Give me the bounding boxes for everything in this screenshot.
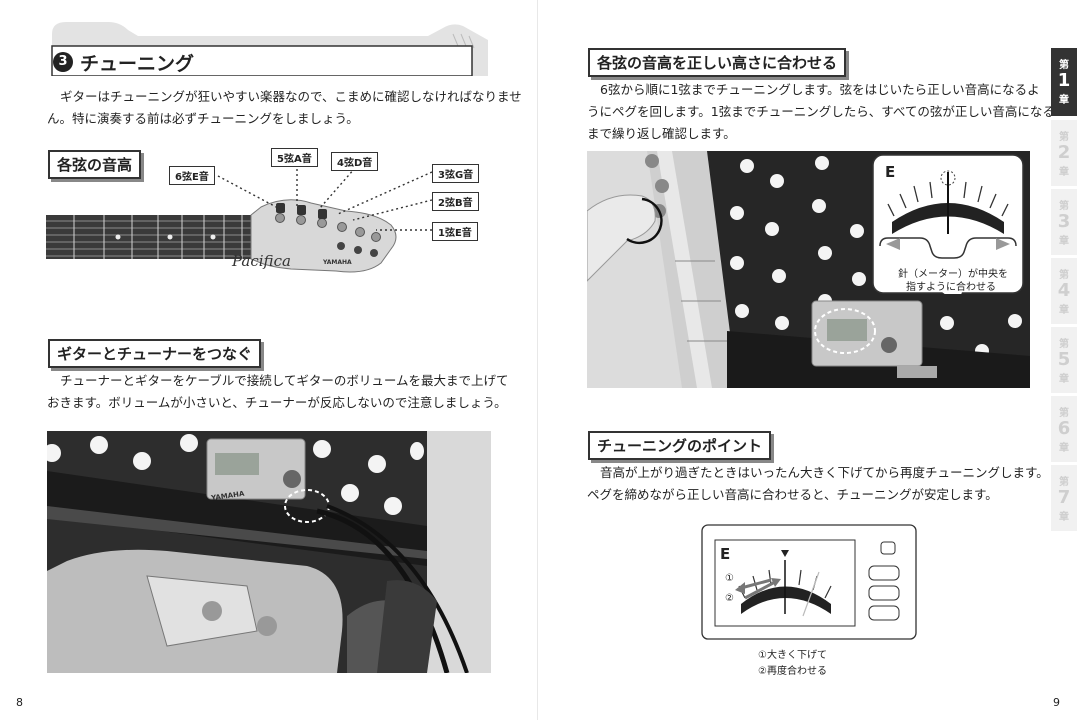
label-5th-string: 5弦A音 [271,148,318,167]
chapter-tab-2[interactable]: 第 2 章 [1051,120,1077,187]
label-3rd-string: 3弦G音 [432,164,480,183]
meter-caption-1: 針（メーター）が中央を [898,269,1008,280]
chapter-tab-7-prefix: 第 [1059,477,1069,488]
chapter-tab-4-number: 4 [1057,280,1071,301]
guitar-neck-illustration [46,199,397,273]
string-leader-lines [217,164,433,231]
chapter-tab-6[interactable]: 第 6 章 [1051,396,1077,463]
pitch-line-3: まで繰り返し確認します。 [587,126,736,141]
chapter-tab-3-number: 3 [1057,211,1071,232]
page-spine [537,0,538,720]
chapter-tab-4-suffix: 章 [1059,305,1069,316]
pitch-heading: 各弦の音高を正しい高さに合わせる [588,48,847,77]
page-number-right: 9 [1053,696,1060,709]
diagram-note-label: E [720,545,731,563]
diagram-mark-2: ② [725,593,734,604]
connect-heading: ギターとチューナーをつなぐ [48,339,262,368]
chapter-tab-2-suffix: 章 [1059,167,1069,178]
connect-photo [47,431,491,673]
diagram-caption-1: ①大きく下げて [758,650,827,661]
connect-line-2: おきます。ボリュームが小さいと、チューナーが反応しないので注意しましょう。 [47,395,507,410]
chapter-tab-3-prefix: 第 [1059,201,1069,212]
chapter-tab-5-number: 5 [1057,349,1071,370]
points-line-1: 音高が上がり過ぎたときはいったん大きく下げてから再度チューニングします。 [600,465,1049,480]
chapter-tab-6-suffix: 章 [1059,443,1069,454]
headstock-brand: YAMAHA [323,259,352,266]
points-line-2: ペグを締めながら正しい音高に合わせると、チューニングが安定します。 [587,487,998,502]
label-2nd-string: 2弦B音 [432,192,479,211]
headstock-logo: Pacifica [232,252,291,270]
section-banner [51,22,488,76]
pitch-line-1: 6弦から順に1弦までチューニングします。弦をはじいたら正しい音高になるよ [600,82,1040,97]
page-number-left: 8 [16,696,23,709]
chapter-tab-7-number: 7 [1057,487,1071,508]
connect-line-1: チューナーとギターをケーブルで接続してギターのボリュームを最大まで上げて [60,373,509,388]
meter-caption-2: 指すように合わせる [906,282,996,293]
section-number-badge: 3 [53,52,73,72]
chapter-tab-6-prefix: 第 [1059,408,1069,419]
chapter-tab-4-prefix: 第 [1059,270,1069,281]
chapter-tab-3-suffix: 章 [1059,236,1069,247]
pitch-line-2: うにペグを回します。1弦までチューニングしたら、すべての弦が正しい音高になる [587,104,1055,119]
chapter-tab-1-number: 1 [1057,70,1071,91]
label-1st-string: 1弦E音 [432,222,478,241]
intro-line-1: ギターはチューニングが狂いやすい楽器なので、こまめに確認しなければなりませ [60,89,522,104]
chapter-tab-5-prefix: 第 [1059,339,1069,350]
strings-heading: 各弦の音高 [48,150,142,179]
chapter-tab-1-prefix: 第 [1059,60,1069,71]
points-heading: チューニングのポイント [588,431,772,460]
chapter-tab-5[interactable]: 第 5 章 [1051,327,1077,394]
chapter-tab-4[interactable]: 第 4 章 [1051,258,1077,325]
tuning-point-diagram [701,524,917,640]
tuner-meter-inset [872,154,1024,294]
chapter-tab-2-prefix: 第 [1059,132,1069,143]
chapter-tab-7[interactable]: 第 7 章 [1051,465,1077,532]
chapter-tab-2-number: 2 [1057,142,1071,163]
diagram-mark-1: ① [725,573,734,584]
chapter-tab-1-suffix: 章 [1059,95,1069,106]
diagram-caption-2: ②再度合わせる [758,666,827,677]
chapter-tab-6-number: 6 [1057,418,1071,439]
chapter-tab-5-suffix: 章 [1059,374,1069,385]
meter-note-label: E [885,163,896,181]
section-title: チューニング [80,53,195,75]
label-6th-string: 6弦E音 [169,166,215,185]
label-4th-string: 4弦D音 [331,152,379,171]
chapter-tab-3[interactable]: 第 3 章 [1051,189,1077,256]
chapter-tab-1[interactable]: 第 1 章 [1051,48,1077,117]
chapter-tab-7-suffix: 章 [1059,512,1069,523]
intro-line-2: ん。特に演奏する前は必ずチューニングをしましょう。 [47,111,359,126]
